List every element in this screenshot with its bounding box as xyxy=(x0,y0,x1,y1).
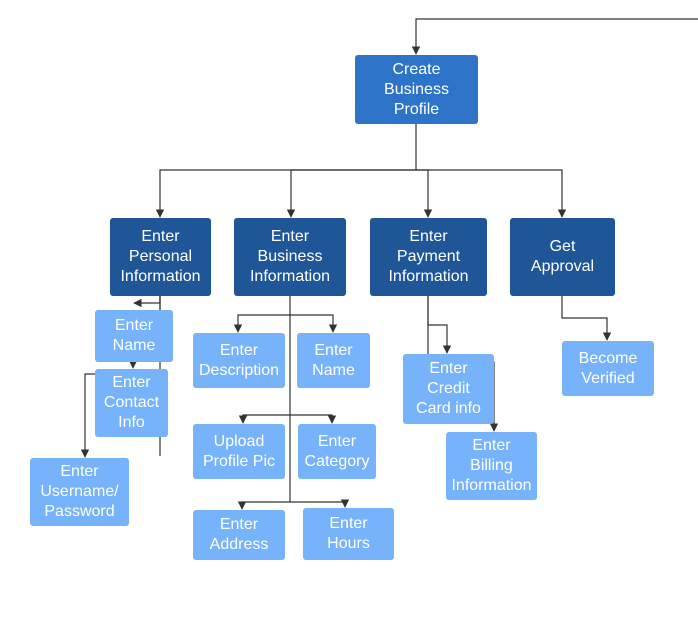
node-enter-address[interactable]: Enter Address xyxy=(193,510,285,560)
connector-root-business xyxy=(286,169,416,218)
connector-business-address xyxy=(237,501,290,510)
node-upload-profile-pic[interactable]: Upload Profile Pic xyxy=(193,424,285,479)
node-business-enter-name[interactable]: Enter Name xyxy=(297,333,370,388)
connector-payment-credit xyxy=(427,296,452,354)
node-enter-description[interactable]: Enter Description xyxy=(193,333,285,388)
node-enter-hours[interactable]: Enter Hours xyxy=(303,508,394,560)
connector-root-payment xyxy=(416,169,433,218)
connector-business-hours xyxy=(290,499,350,508)
node-enter-personal-information[interactable]: Enter Personal Information xyxy=(110,218,211,296)
node-enter-business-information[interactable]: Enter Business Information xyxy=(234,218,346,296)
connector-root-personal xyxy=(155,124,417,218)
connector-personal-name xyxy=(133,296,161,308)
node-create-business-profile[interactable]: Create Business Profile xyxy=(355,55,478,124)
node-enter-credit-card-info[interactable]: Enter Credit Card info xyxy=(403,354,494,424)
node-become-verified[interactable]: Become Verified xyxy=(562,341,654,396)
connector-incoming-root xyxy=(411,18,698,55)
connector-root-approval xyxy=(416,169,567,218)
node-enter-category[interactable]: Enter Category xyxy=(298,424,376,479)
node-personal-enter-name[interactable]: Enter Name xyxy=(95,310,173,362)
node-get-approval[interactable]: Get Approval xyxy=(510,218,615,296)
node-enter-username-password[interactable]: Enter Username/ Password xyxy=(30,458,129,526)
connector-business-name xyxy=(290,314,338,333)
node-enter-payment-information[interactable]: Enter Payment Information xyxy=(370,218,487,296)
connector-business-description xyxy=(233,314,290,333)
connector-business-upload xyxy=(238,414,290,424)
node-enter-contact-info[interactable]: Enter Contact Info xyxy=(95,369,168,437)
node-enter-billing-information[interactable]: Enter Billing Information xyxy=(446,432,537,500)
connector-approval-verified xyxy=(561,296,612,341)
connector-business-category xyxy=(290,414,337,424)
